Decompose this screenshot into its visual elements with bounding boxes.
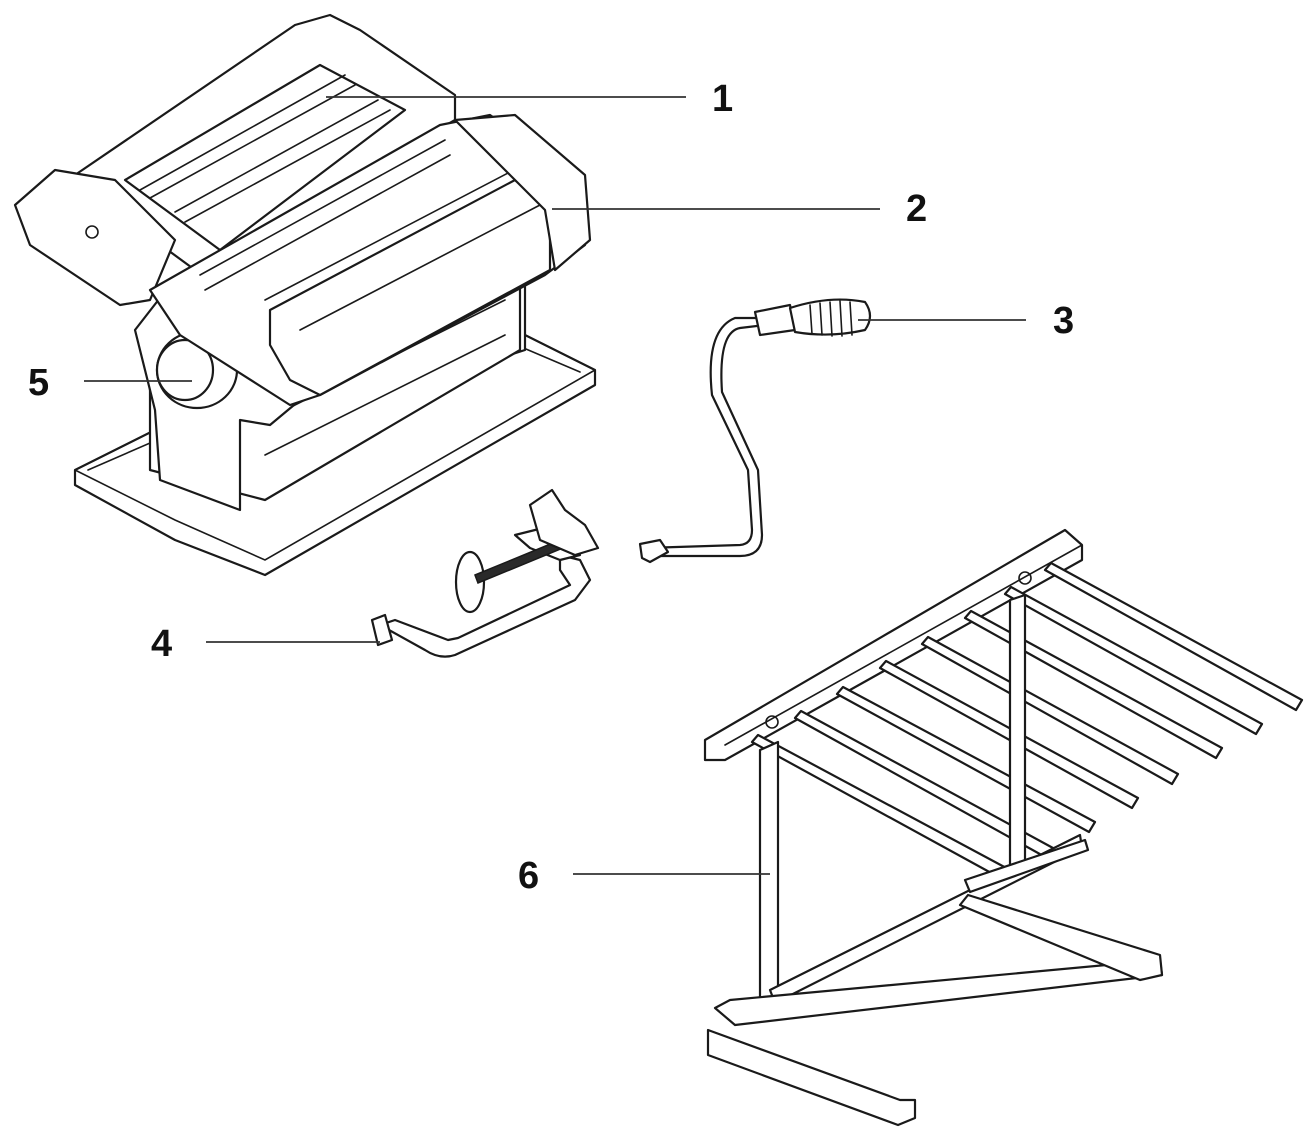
clamp-end-cap — [370, 613, 394, 647]
part-label-3: 3 — [1053, 300, 1075, 342]
crank-handle — [638, 298, 872, 564]
part-label-6: 6 — [518, 855, 540, 897]
clamp-screw — [474, 539, 564, 584]
drying-rack — [703, 528, 1304, 1127]
rack-left-upright — [758, 740, 780, 1017]
part-label-4: 4 — [151, 623, 173, 665]
rack-rods — [750, 561, 1304, 882]
rack-right-upright — [1008, 593, 1027, 877]
crank-end-fitting — [638, 538, 670, 564]
part-label-5: 5 — [28, 362, 50, 404]
part-label-2: 2 — [906, 188, 928, 230]
clamp-pressure-pad — [454, 550, 486, 614]
cutter-blades — [139, 74, 346, 191]
crank-rod — [643, 316, 767, 558]
adjustment-knob-face — [155, 338, 215, 402]
rack-rod-5 — [963, 609, 1224, 760]
clamp-wing-nut — [528, 488, 600, 557]
pasta-machine — [13, 13, 597, 577]
crank-grip-ferrule — [753, 303, 797, 337]
rack-foot-front — [706, 1028, 917, 1127]
cutter-roller-shaft — [123, 63, 407, 252]
cutter-cap-screw — [85, 225, 99, 239]
roller-right-cap — [453, 113, 592, 272]
rack-back-brace — [963, 838, 1090, 894]
clamp-frame — [378, 553, 592, 658]
part-label-1: 1 — [712, 78, 734, 120]
table-clamp — [370, 488, 600, 658]
